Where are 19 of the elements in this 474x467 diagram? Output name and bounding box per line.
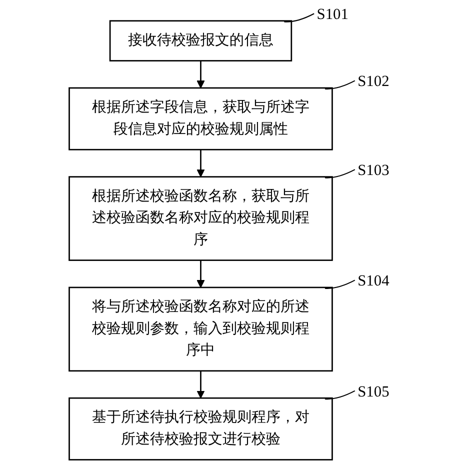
- leader-line: [324, 80, 356, 90]
- step-number: S103: [358, 162, 390, 179]
- process-box: 将与所述校验函数名称对应的所述校验规则参数，输入到校验规则程序中: [68, 286, 333, 372]
- process-box: 基于所述待执行校验规则程序，对所述待校验报文进行校验: [68, 397, 333, 460]
- process-box: 接收待校验报文的信息: [109, 20, 292, 62]
- arrow: [196, 260, 205, 288]
- leader-line: [324, 280, 356, 289]
- process-box: 根据所述校验函数名称，获取与所述校验函数名称对应的校验规则程序: [68, 176, 333, 261]
- arrow: [196, 60, 205, 88]
- leader-line: [284, 13, 314, 22]
- leader-line: [324, 390, 356, 400]
- leader-line: [324, 169, 356, 178]
- process-box: 根据所述字段信息，获取与所述字段信息对应的校验规则属性: [68, 87, 333, 150]
- step-number: S101: [316, 6, 348, 24]
- arrow: [196, 370, 205, 398]
- step-number: S102: [358, 73, 390, 90]
- step-number: S104: [358, 272, 390, 290]
- step-number: S105: [358, 383, 390, 400]
- arrow: [196, 150, 205, 178]
